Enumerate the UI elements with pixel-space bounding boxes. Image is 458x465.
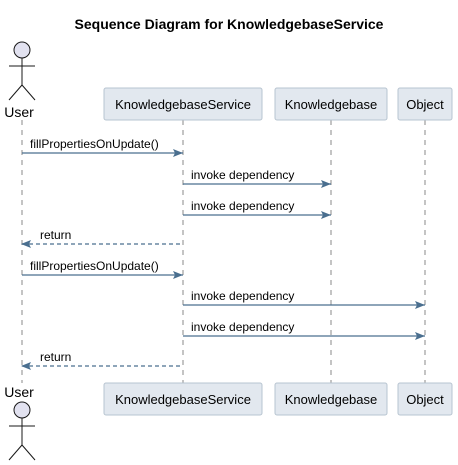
participant-label: Object <box>406 97 444 112</box>
participant-label: KnowledgebaseService <box>115 392 251 407</box>
participant-label: Object <box>406 392 444 407</box>
message-label: fillPropertiesOnUpdate() <box>30 137 159 151</box>
message-label: invoke dependency <box>191 199 294 213</box>
message-1: fillPropertiesOnUpdate() <box>22 137 183 157</box>
messages: fillPropertiesOnUpdate() invoke dependenc… <box>21 137 425 370</box>
participant-box-kb-bottom: Knowledgebase <box>274 382 388 416</box>
message-label: invoke dependency <box>191 289 294 303</box>
message-5: fillPropertiesOnUpdate() <box>22 259 183 279</box>
message-label: return <box>40 228 71 242</box>
actor-label-top: User <box>4 104 34 120</box>
message-2: invoke dependency <box>183 168 331 188</box>
message-label: fillPropertiesOnUpdate() <box>30 259 159 273</box>
actor-icon <box>8 401 36 461</box>
participant-box-obj-top: Object <box>397 87 453 121</box>
participants-top: User KnowledgebaseService Knowledgebase Obj… <box>4 41 453 121</box>
participant-box-ks-top: KnowledgebaseService <box>103 87 263 121</box>
actor-label-bottom: User <box>4 384 34 400</box>
message-6: invoke dependency <box>183 289 425 309</box>
participant-label: Knowledgebase <box>285 97 378 112</box>
message-8: return <box>21 350 183 370</box>
message-label: invoke dependency <box>191 168 294 182</box>
participant-box-obj-bottom: Object <box>397 382 453 416</box>
lifelines <box>21 120 426 383</box>
message-label: return <box>40 350 71 364</box>
participant-label: KnowledgebaseService <box>115 97 251 112</box>
message-3: invoke dependency <box>183 199 331 219</box>
actor-icon <box>8 41 36 101</box>
message-4: return <box>21 228 183 248</box>
message-label: invoke dependency <box>191 320 294 334</box>
message-7: invoke dependency <box>183 320 425 340</box>
diagram-title: Sequence Diagram for KnowledgebaseServic… <box>75 16 384 32</box>
participant-box-ks-bottom: KnowledgebaseService <box>103 382 263 416</box>
participant-box-kb-top: Knowledgebase <box>274 87 388 121</box>
participant-label: Knowledgebase <box>285 392 378 407</box>
